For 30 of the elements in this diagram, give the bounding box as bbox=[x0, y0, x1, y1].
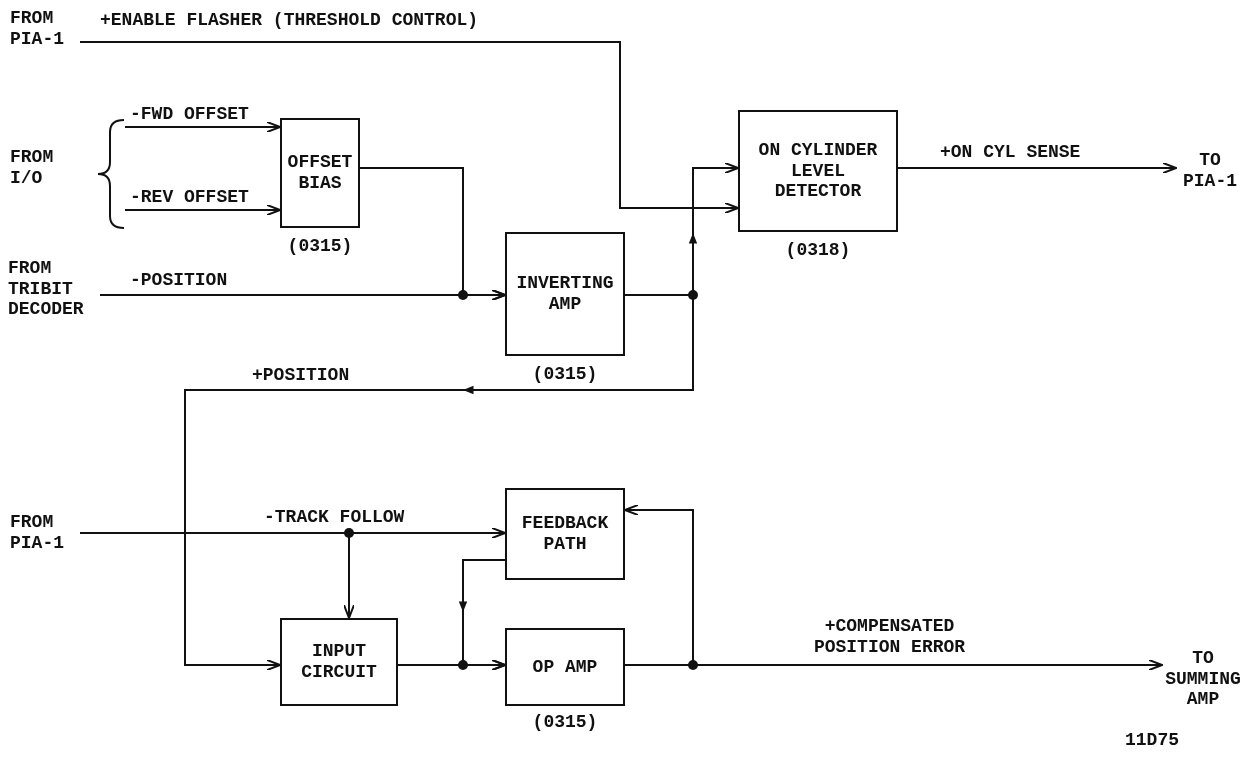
box-label: ON CYLINDER LEVEL DETECTOR bbox=[757, 139, 879, 203]
box-label: INPUT CIRCUIT bbox=[300, 641, 378, 683]
part-number: (0318) bbox=[784, 240, 852, 261]
signal-arrow bbox=[184, 294, 694, 671]
box-label: OP AMP bbox=[532, 656, 598, 678]
part-number: (0315) bbox=[531, 712, 599, 733]
figure-number: 11D75 bbox=[1125, 730, 1179, 751]
signal-arrow bbox=[79, 41, 739, 214]
part-number: (0315) bbox=[286, 236, 354, 257]
process-box bbox=[738, 110, 898, 232]
source-label: FROM I/O bbox=[10, 147, 55, 189]
signal-label: FROM PIA-1 bbox=[10, 8, 80, 50]
part-number: (0315) bbox=[531, 364, 599, 385]
signal-arrow bbox=[897, 162, 1177, 174]
signal-label: FROM PIA-1 bbox=[10, 512, 80, 556]
process-box bbox=[505, 488, 625, 580]
process-box bbox=[505, 628, 625, 706]
process-box bbox=[280, 618, 398, 706]
box-label: OFFSET BIAS bbox=[286, 152, 354, 194]
signal-arrow bbox=[397, 659, 506, 671]
signal-label: TO PIA-1 bbox=[1176, 150, 1244, 194]
signal-label: FROM TRIBIT DECODER bbox=[8, 258, 100, 324]
signal-arrow bbox=[124, 204, 281, 216]
process-box bbox=[280, 118, 360, 228]
signal-arrow bbox=[359, 167, 506, 301]
signal-label: TO SUMMING AMP bbox=[1162, 648, 1244, 714]
box-label: FEEDBACK PATH bbox=[520, 513, 610, 555]
box-label: INVERTING AMP bbox=[515, 273, 615, 315]
process-box bbox=[505, 232, 625, 356]
signal-arrow bbox=[124, 121, 281, 133]
